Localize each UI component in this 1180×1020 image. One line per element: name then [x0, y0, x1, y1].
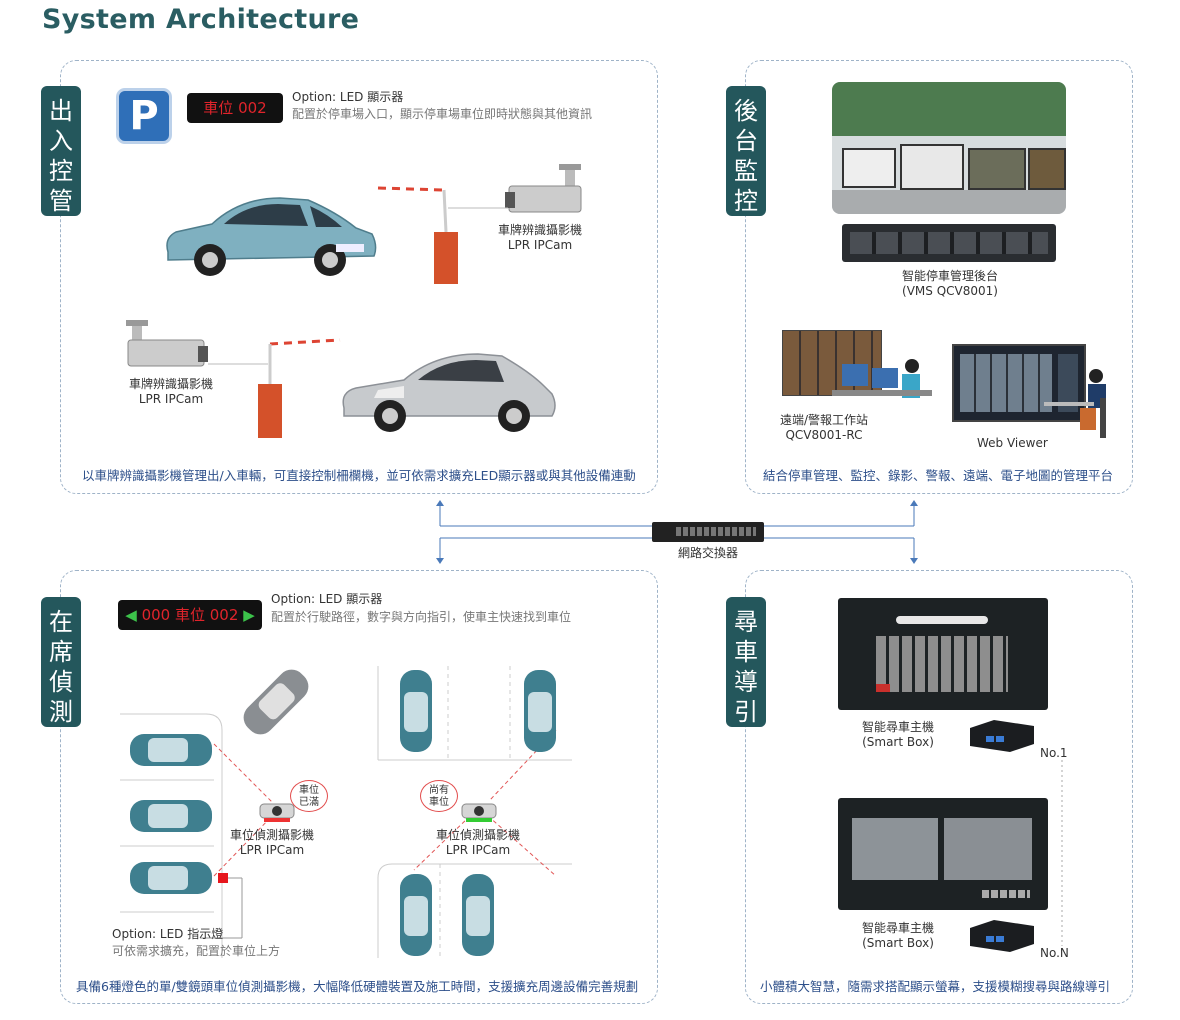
- parked-car-left-2: [130, 800, 212, 832]
- parked-car-right-2: [524, 670, 556, 752]
- parked-car-right-1: [400, 670, 432, 752]
- detection-camera-2-sub: LPR IPCam: [445, 843, 511, 857]
- entry-panel: [60, 60, 658, 494]
- network-switch-icon: [652, 522, 764, 542]
- finder-kiosk-screen-results: [838, 798, 1048, 910]
- smart-box-1-label: 智能尋車主機: [861, 720, 934, 734]
- car-silver-icon: [342, 353, 556, 432]
- lpr-camera-1-icon: [505, 164, 582, 213]
- entry-led-option-desc: 配置於停車場入口，顯示停車場車位即時狀態與其他資訊: [292, 107, 593, 121]
- parking-p-sign: P: [116, 88, 172, 144]
- indicator-option-desc: 可依需求擴充，配置於車位上方: [112, 944, 281, 958]
- web-viewer-label: Web Viewer: [977, 436, 1048, 450]
- detection-camera-2-icon: [461, 803, 497, 822]
- finder-caption: 小體積大智慧，隨需求搭配顯示螢幕，支援模糊搜尋與路線導引: [760, 979, 1111, 994]
- page-title: System Architecture: [42, 4, 360, 35]
- lpr-camera-2-label: 車牌辨識攝影機: [128, 377, 213, 391]
- barrier-gate-1: [377, 186, 458, 284]
- bubble-space-available: 尚有車位: [420, 780, 458, 812]
- network-switch-label: 網路交換器: [677, 546, 738, 560]
- parked-car-right-3: [400, 874, 432, 956]
- bubble-space-full: 車位已滿: [290, 780, 328, 812]
- vms-server-rack: [842, 224, 1056, 262]
- presence-led-option-desc: 配置於行駛路徑，數字與方向指引，使車主快速找到車位: [271, 610, 572, 624]
- vms-server-sub: (VMS QCV8001): [902, 284, 998, 298]
- presence-led-option-title: Option: LED 顯示器: [271, 592, 383, 606]
- car-blue-icon: [166, 197, 377, 276]
- monitor-section-label: 後台監控: [726, 86, 766, 216]
- vms-server-label: 智能停車管理後台: [901, 269, 998, 283]
- entry-led-display: 車位 002: [187, 93, 283, 123]
- parked-car-left-3: [130, 862, 212, 894]
- entry-led-option-title: Option: LED 顯示器: [292, 90, 404, 104]
- lpr-camera-2-sub: LPR IPCam: [138, 392, 204, 406]
- finder-panel: [745, 570, 1133, 1004]
- barrier-gate-2: [258, 338, 341, 438]
- connector-cam2-barrier: [208, 363, 268, 365]
- monitor-caption: 結合停車管理、監控、錄影、警報、遠端、電子地圖的管理平台: [763, 468, 1114, 483]
- lpr-camera-1-label: 車牌辨識攝影機: [497, 223, 582, 237]
- lpr-camera-1-sub: LPR IPCam: [507, 238, 573, 252]
- monitor-panel: [745, 60, 1133, 494]
- workstation-sub: QCV8001-RC: [785, 428, 863, 442]
- connector-cam1-barrier: [448, 207, 508, 209]
- finder-section-label: 尋車導引: [726, 597, 766, 727]
- smart-box-1-no: No.1: [1040, 746, 1068, 760]
- presence-panel: [60, 570, 658, 1004]
- smart-box-2-sub: (Smart Box): [862, 936, 934, 950]
- led-indicator-light: [218, 873, 228, 883]
- smart-box-1-sub: (Smart Box): [862, 735, 934, 749]
- smart-box-2-label: 智能尋車主機: [861, 921, 934, 935]
- entry-section-label: 出入控管: [41, 86, 81, 216]
- presence-section-label: 在席偵測: [41, 597, 81, 727]
- finder-kiosk-screen-keyboard: [838, 598, 1048, 710]
- presence-led-text: 000 車位 002: [141, 606, 239, 624]
- workstation-label: 遠端/警報工作站: [779, 413, 869, 427]
- control-room-image: [832, 82, 1066, 214]
- indicator-option-title: Option: LED 指示燈: [112, 927, 224, 941]
- detection-camera-1-sub: LPR IPCam: [239, 843, 305, 857]
- parked-car-left-1: [130, 734, 212, 766]
- parked-car-right-4: [462, 874, 494, 956]
- web-viewer-screen: [952, 344, 1086, 422]
- smart-box-1-icon: [970, 720, 1034, 752]
- detection-camera-1-icon: [259, 803, 295, 822]
- entry-caption: 以車牌辨識攝影機管理出/入車輛，可直接控制柵欄機，並可依需求擴充LED顯示器或與…: [82, 468, 636, 483]
- detection-camera-2-label: 車位偵測攝影機: [435, 828, 520, 842]
- presence-led-display: ◀ 000 車位 002 ▶: [118, 600, 262, 630]
- smart-box-2-icon: [970, 920, 1034, 952]
- moving-car-gray: [243, 669, 309, 735]
- smart-box-dotted-link: [1061, 760, 1063, 946]
- detection-camera-1-label: 車位偵測攝影機: [229, 828, 314, 842]
- lpr-camera-2-icon: [126, 320, 208, 367]
- presence-caption: 具備6種燈色的單/雙鏡頭車位偵測攝影機，大幅降低硬體裝置及施工時間，支援擴充周邊…: [76, 979, 639, 994]
- workstation-operator-icon: [832, 359, 932, 398]
- web-viewer-user-icon: [1044, 369, 1106, 438]
- smart-box-2-no: No.N: [1040, 946, 1069, 960]
